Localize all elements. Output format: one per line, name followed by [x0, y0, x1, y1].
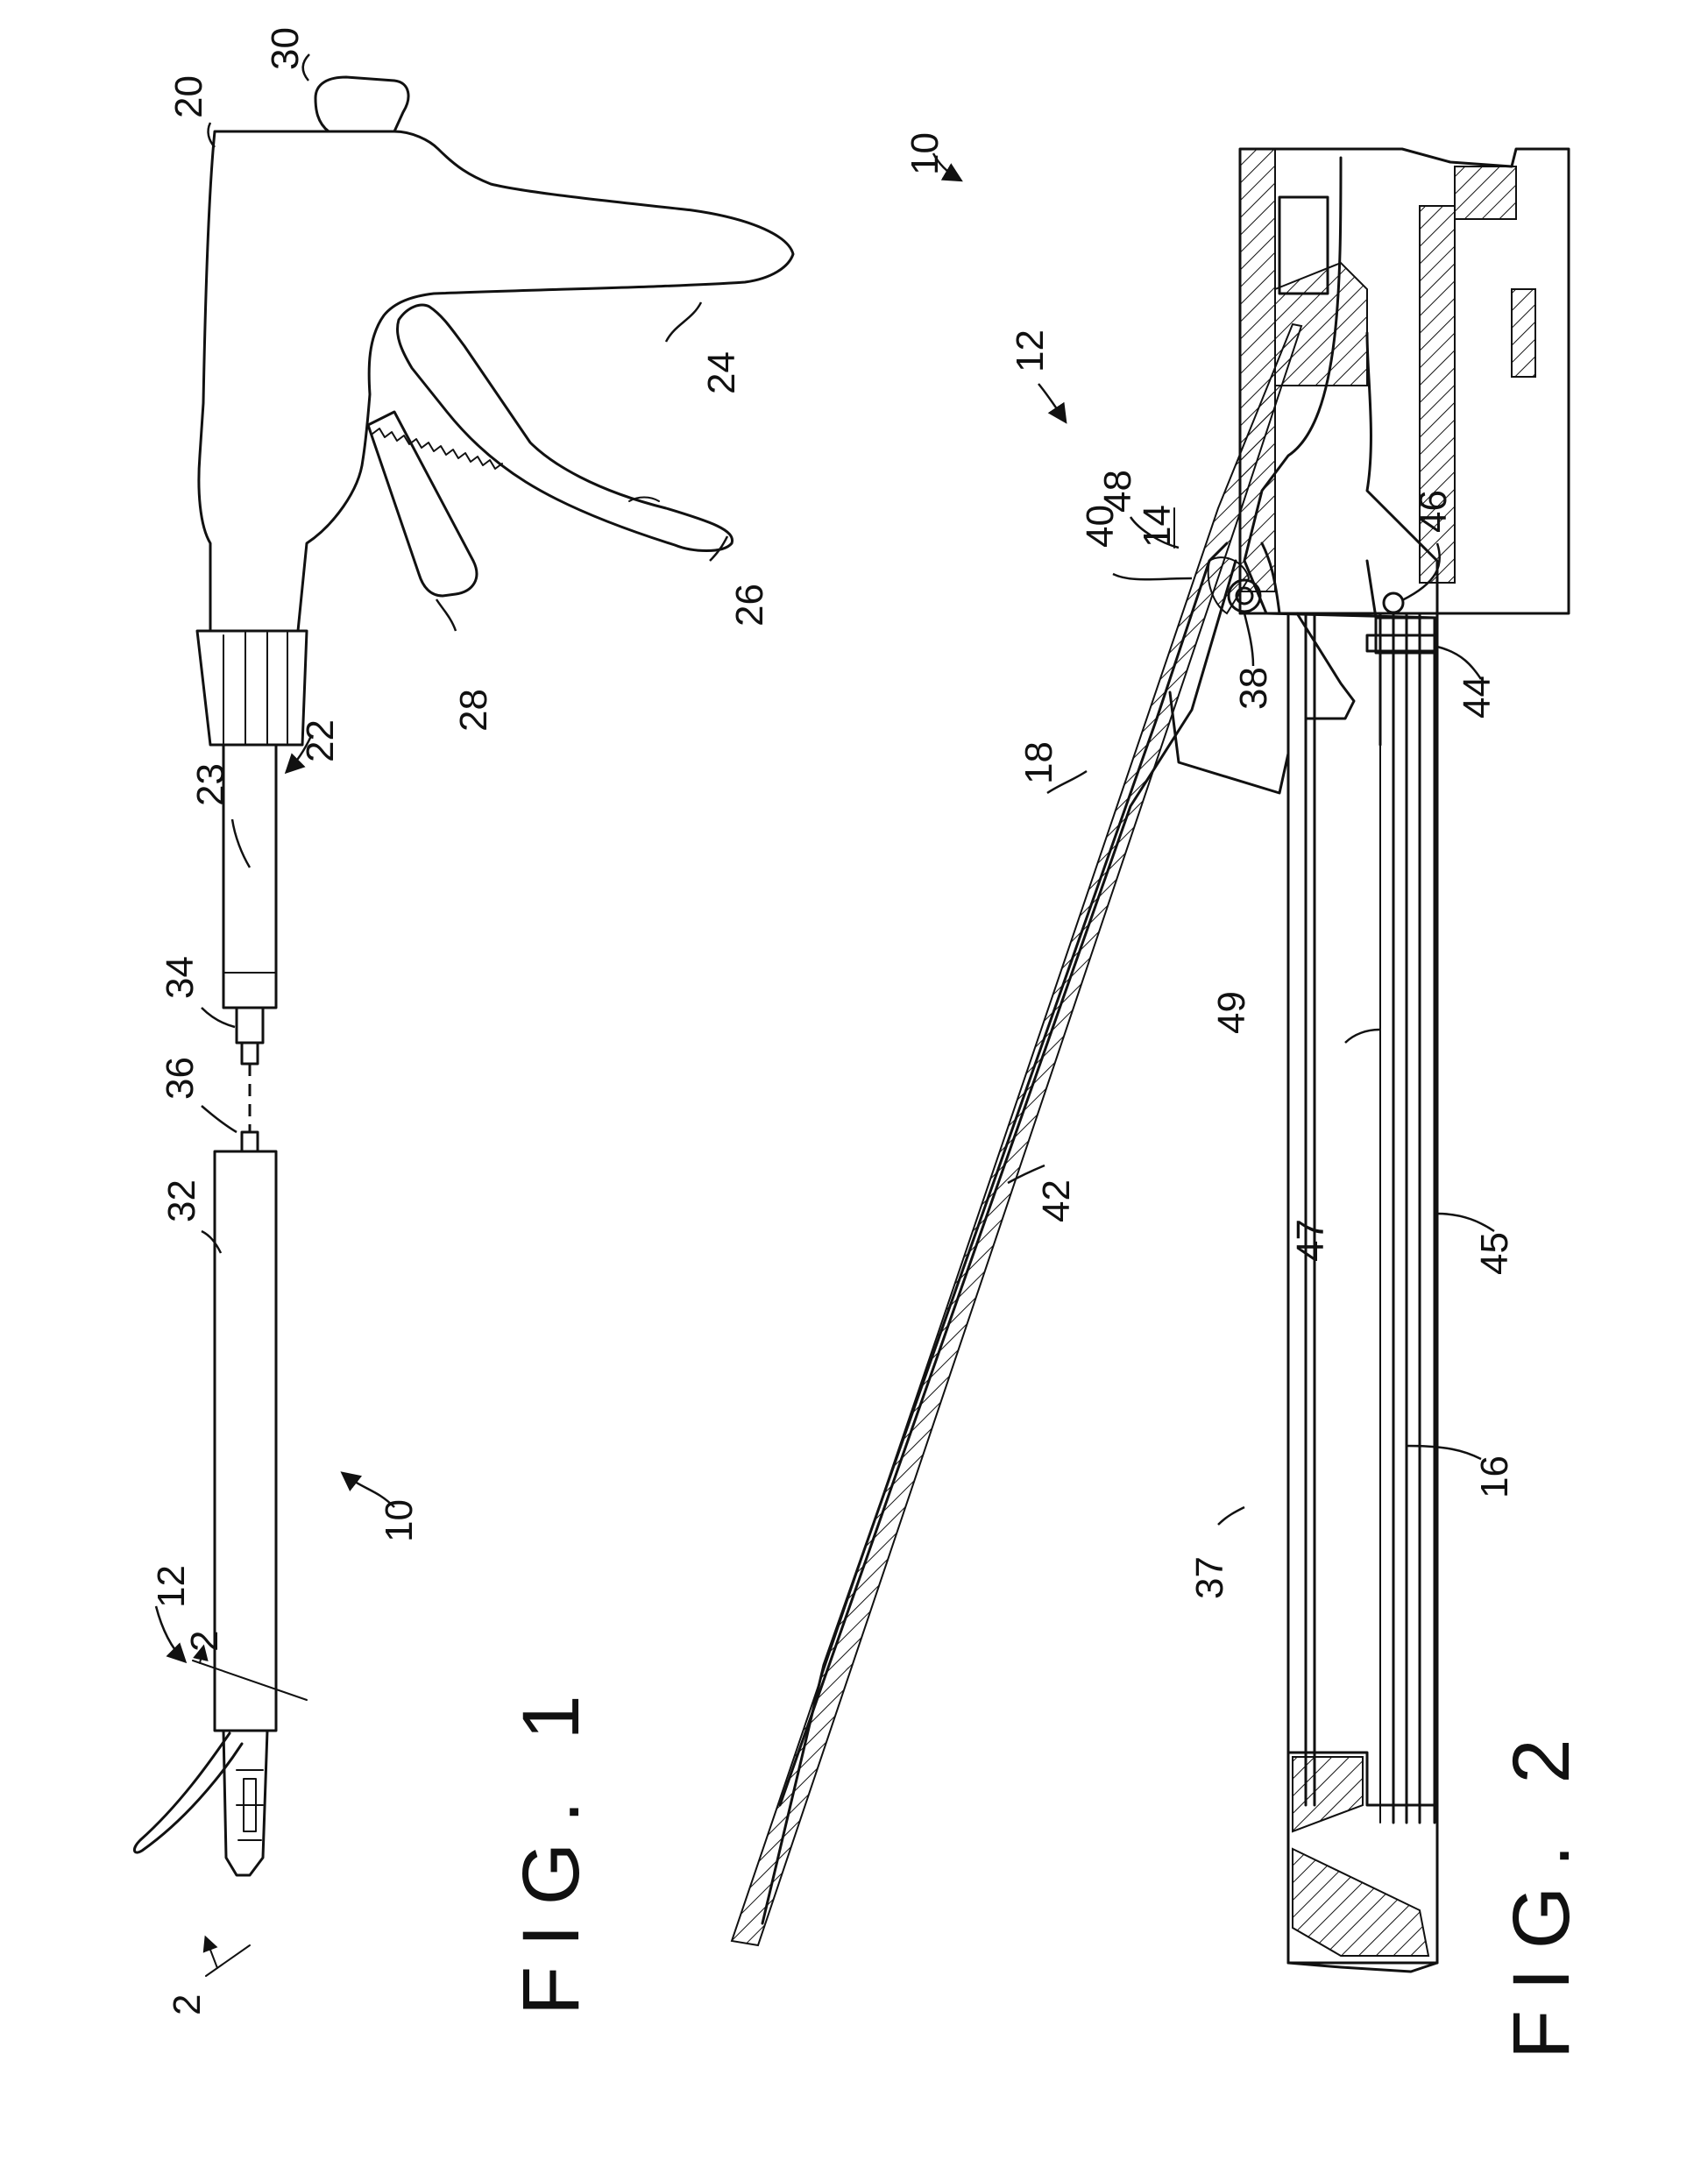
ref-38-fig2: 38: [1232, 667, 1275, 710]
ref-42-fig2: 42: [1035, 1179, 1078, 1222]
ref-10-fig2: 10: [904, 132, 946, 175]
ref-23-fig1: 23: [189, 763, 232, 806]
ref-47-fig2: 47: [1289, 1219, 1332, 1262]
ref-22-fig1: 22: [299, 719, 342, 762]
ref-46-fig2: 46: [1412, 490, 1455, 533]
ref-20-fig1: 20: [167, 75, 210, 118]
ref-26-fig1: 26: [728, 584, 771, 627]
ref-44-fig2: 44: [1456, 676, 1499, 719]
cartridge-connector: [242, 1132, 258, 1151]
ref-36-fig1: 36: [159, 1057, 202, 1100]
ref-12-fig2: 12: [1009, 329, 1052, 372]
ref-16-fig2: 16: [1473, 1455, 1516, 1498]
ref-18-fig2: 18: [1017, 741, 1060, 784]
section-2-lower: 2: [166, 1994, 209, 2015]
jaw-assembly: [223, 1731, 267, 1875]
ref-14-fig2: 14: [1136, 505, 1179, 548]
ref-10-fig1: 10: [378, 1499, 421, 1542]
ref-45-fig2: 45: [1473, 1232, 1516, 1275]
figure-1: 30 20 24 26 28 22 23 34 36 32 10 12 2 2 …: [134, 27, 793, 2015]
ref-24-fig1: 24: [700, 351, 743, 394]
ref-12-fig1: 12: [150, 1565, 193, 1608]
ref-32-fig1: 32: [160, 1179, 203, 1222]
ref-40-fig2: 40: [1079, 505, 1122, 548]
fig-2-caption: FIG. 2: [1497, 1719, 1586, 2059]
ref-49-fig2: 49: [1210, 991, 1253, 1034]
ref-37-fig2: 37: [1188, 1556, 1231, 1599]
connector-tip: [237, 1008, 263, 1043]
housing-wall-left: [1240, 149, 1275, 591]
ref-28-fig1: 28: [452, 689, 495, 732]
figure-2: 10 12 48 40 14 46 38 44 18 49 42 47 45 1…: [732, 132, 1586, 2059]
ref-34-fig1: 34: [159, 956, 202, 999]
section-2-upper: 2: [183, 1631, 226, 1652]
ratchet-lever: [368, 412, 477, 596]
fig-1-caption: FIG. 1: [507, 1675, 596, 2015]
nose-collar: [197, 631, 307, 745]
pivot-pin-46: [1384, 593, 1403, 613]
release-button: [315, 77, 408, 131]
ref-30-fig1: 30: [264, 27, 307, 70]
